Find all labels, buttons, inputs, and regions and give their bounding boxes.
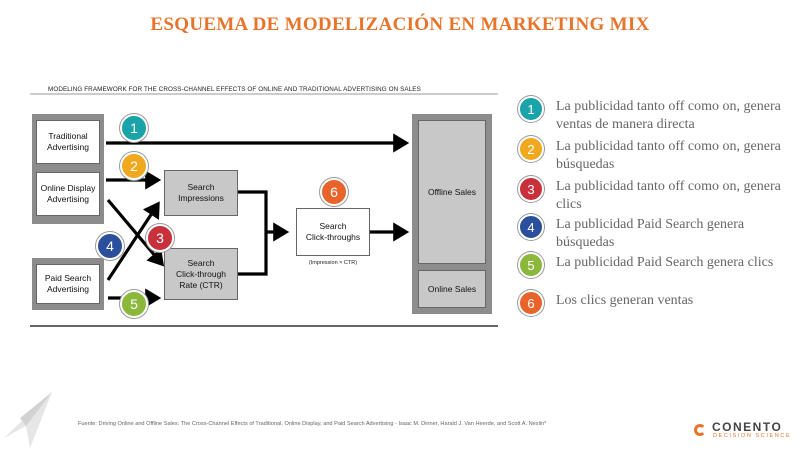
flow-arrows <box>106 133 410 308</box>
legend-item: 5 La publicidad Paid Search genera clics <box>518 252 798 292</box>
offline-sales-box: Offline Sales <box>418 120 486 264</box>
legend-text-1: La publicidad tanto off como on, genera … <box>556 99 781 132</box>
online-sales-box: Online Sales <box>418 270 486 308</box>
clicks-formula: (Impression × CTR) <box>308 260 358 266</box>
conento-logo: CONENTO DECISION SCIENCE <box>694 420 794 444</box>
legend-text-5: La publicidad Paid Search genera clics <box>556 255 774 270</box>
legend-text-4: La publicidad Paid Search genera búsqued… <box>556 217 745 250</box>
legend-badge-1: 1 <box>518 96 544 122</box>
conento-logo-icon <box>694 424 706 436</box>
legend-item: 2 La publicidad tanto off como on, gener… <box>518 136 798 176</box>
legend-item: 6 Los clics generan ventas <box>518 290 798 330</box>
legend-badge-4: 4 <box>518 214 544 240</box>
legend-badge-5: 5 <box>518 252 544 278</box>
badge-5: 5 <box>120 290 148 318</box>
legend-text-2: La publicidad tanto off como on, genera … <box>556 139 781 172</box>
source-citation: Fuente: Driving Online and Offline Sales… <box>78 421 547 427</box>
legend-text-6: Los clics generan ventas <box>556 293 694 308</box>
legend-item: 3 La publicidad tanto off como on, gener… <box>518 176 798 216</box>
logo-name: CONENTO <box>712 420 783 434</box>
connector-impressions-ctr <box>238 190 268 276</box>
legend-badge-6: 6 <box>518 290 544 316</box>
badge-2: 2 <box>120 152 148 180</box>
badge-3: 3 <box>146 224 174 252</box>
logo-tagline: DECISION SCIENCE <box>713 433 792 439</box>
legend-badge-3: 3 <box>518 176 544 202</box>
modeling-diagram: MODELING FRAMEWORK FOR THE CROSS-CHANNEL… <box>28 80 500 332</box>
legend-item: 4 La publicidad Paid Search genera búsqu… <box>518 214 798 254</box>
badge-4: 4 <box>96 232 124 260</box>
paper-plane-icon <box>4 392 52 448</box>
arrow-paid-to-impressions <box>106 201 160 281</box>
badge-6: 6 <box>320 178 348 206</box>
legend-badge-2: 2 <box>518 136 544 162</box>
legend-item: 1 La publicidad tanto off como on, gener… <box>518 96 798 136</box>
arrow-display-to-ctr <box>106 198 165 267</box>
diagram-arrows <box>30 93 498 327</box>
page-title: ESQUEMA DE MODELIZACIÓN EN MARKETING MIX <box>150 14 650 35</box>
badge-1: 1 <box>120 114 148 142</box>
diagram-title: MODELING FRAMEWORK FOR THE CROSS-CHANNEL… <box>48 86 421 93</box>
legend-text-3: La publicidad tanto off como on, genera … <box>556 179 781 212</box>
